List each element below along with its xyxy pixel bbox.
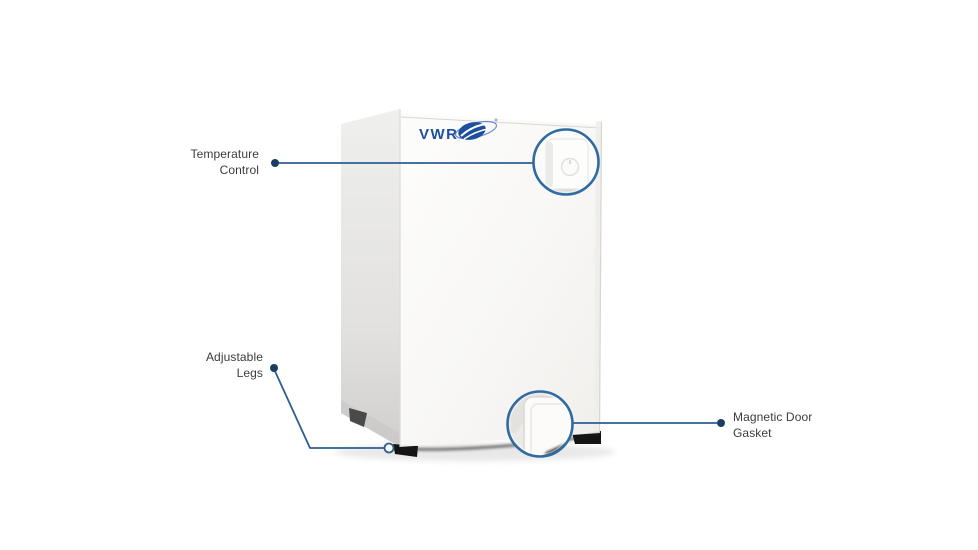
fridge-front-door (400, 109, 602, 447)
legs-callout-line (273, 368, 384, 449)
front-left-leg (393, 444, 418, 457)
temperature-callout-dot (271, 159, 279, 167)
gasket-callout (506, 390, 725, 458)
legs-callout (270, 364, 395, 454)
temperature-control-label: Temperature Control (191, 146, 259, 178)
gasket-callout-circle-inner (509, 393, 571, 455)
temperature-callout (271, 128, 600, 196)
temperature-callout-circle (532, 128, 600, 196)
adjustable-legs-label-line2: Legs (236, 366, 263, 380)
temperature-control-label-line1: Temperature (190, 147, 259, 161)
gasket-callout-dot (717, 419, 725, 427)
magnetic-door-gasket-label-line2: Gasket (733, 426, 772, 440)
fridge-right-edge (598, 121, 603, 434)
rear-left-leg (349, 408, 367, 427)
fridge-side-panel (341, 109, 400, 447)
magnetic-door-gasket-label: Magnetic Door Gasket (733, 409, 812, 441)
magnetic-door-gasket-label-line1: Magnetic Door (733, 410, 813, 424)
vwr-logo: VWR (419, 118, 498, 143)
adjustable-legs-label-line1: Adjustable (205, 350, 263, 364)
vwr-logo-text: VWR (419, 126, 459, 143)
fridge-top-band (400, 109, 602, 125)
gasket-callout-circle (506, 390, 574, 458)
temperature-control-label-line2: Control (219, 163, 259, 177)
ground-shadow (335, 443, 615, 461)
legs-callout-dot (270, 364, 278, 372)
temperature-control-magnified-view (534, 130, 598, 194)
temperature-callout-circle-inner (535, 131, 597, 193)
adjustable-legs-label: Adjustable Legs (206, 349, 263, 381)
vwr-logo-swoosh-icon (454, 118, 498, 140)
fridge-top-seam (400, 116, 602, 129)
legs-callout-target-ring (383, 442, 395, 454)
